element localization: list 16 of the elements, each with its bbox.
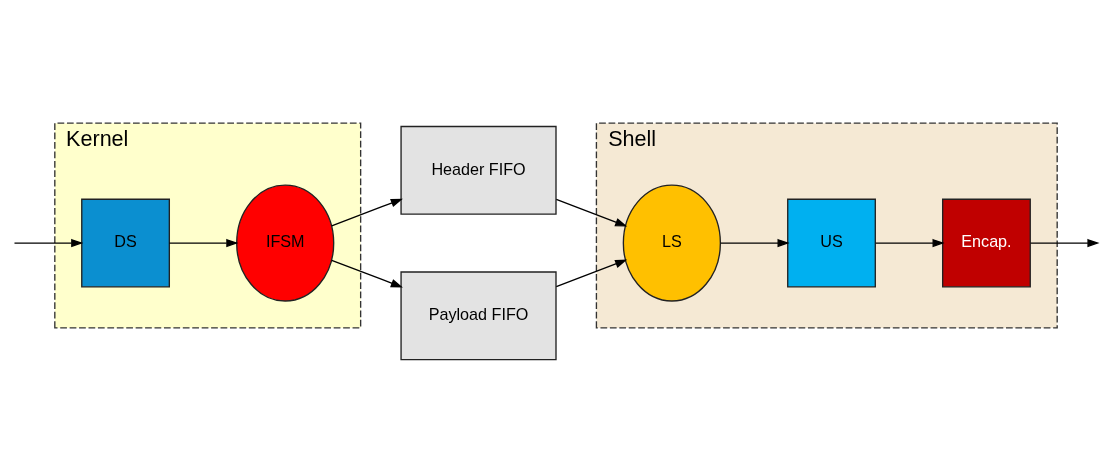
arrow xyxy=(555,259,628,287)
node-box: DS xyxy=(81,198,170,288)
node-ellipse: IFSM xyxy=(236,183,335,302)
arrow xyxy=(331,259,403,287)
arrow xyxy=(331,198,403,226)
arrow xyxy=(720,238,790,247)
node-box: Payload FIFO xyxy=(400,270,557,360)
arrow xyxy=(1029,238,1100,247)
arrow xyxy=(875,238,945,247)
node-box: Header FIFO xyxy=(400,125,557,215)
arrow xyxy=(13,238,84,247)
node-ellipse: LS xyxy=(622,183,722,302)
node-box: Encap. xyxy=(942,198,1031,288)
node-box: US xyxy=(787,198,876,288)
arrow xyxy=(555,198,628,227)
arrow xyxy=(168,238,239,247)
